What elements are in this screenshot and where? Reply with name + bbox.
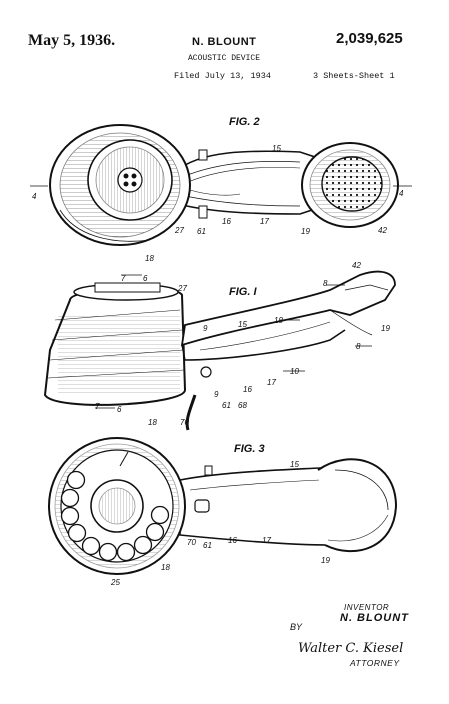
ref-numeral: 68 [238, 401, 247, 410]
ref-numeral: 18 [145, 254, 154, 263]
ref-numeral: 16 [243, 385, 252, 394]
ref-numeral: 17 [267, 378, 276, 387]
ref-numeral: 16 [222, 217, 231, 226]
ref-numeral: 42 [378, 226, 387, 235]
ref-numeral: 4 [32, 192, 37, 201]
ref-numeral: 70 [187, 538, 196, 547]
ref-numeral: 15 [290, 460, 299, 469]
inventor-label: INVENTOR [344, 603, 390, 612]
header-inventor-name: N. BLOUNT [192, 36, 257, 48]
by-label: BY [290, 622, 303, 632]
ref-numeral: 15 [272, 144, 281, 153]
ref-numeral: 70 [180, 418, 189, 427]
patent-title: ACOUSTIC DEVICE [188, 54, 261, 63]
filed-date: Filed July 13, 1934 [174, 71, 271, 81]
ref-numeral: 19 [381, 324, 390, 333]
ref-numeral: 27 [178, 284, 187, 293]
ref-numeral: 61 [222, 401, 231, 410]
sheet-count: 3 Sheets-Sheet 1 [313, 71, 395, 81]
fig1-handset [43, 270, 396, 431]
ref-numeral: 61 [203, 541, 212, 550]
ref-numeral: 18 [148, 418, 157, 427]
ref-numeral: 10 [274, 316, 283, 325]
ref-numeral: 15 [238, 320, 247, 329]
ref-numeral: 19 [301, 227, 310, 236]
fig2-label: FIG. 2 [229, 116, 260, 128]
ref-numeral: 9 [214, 390, 219, 399]
ref-numeral: 16 [228, 536, 237, 545]
fig3-label: FIG. 3 [234, 443, 265, 455]
ref-numeral: 4 [399, 189, 404, 198]
attorney-signature: Walter C. Kiesel [298, 641, 404, 656]
ref-numeral: 61 [197, 227, 206, 236]
ref-numeral: 17 [262, 536, 271, 545]
patent-number: 2,039,625 [336, 30, 403, 47]
ref-numeral: 9 [203, 324, 208, 333]
inventor-name: N. BLOUNT [340, 612, 409, 624]
ref-numeral: 25 [111, 578, 120, 587]
patent-date: May 5, 1936. [28, 32, 116, 49]
attorney-label: ATTORNEY [350, 658, 400, 668]
ref-numeral: 18 [161, 563, 170, 572]
ref-numeral: 42 [352, 261, 361, 270]
fig2-handset [30, 124, 412, 246]
fig3-handset [48, 437, 398, 575]
ref-numeral: 6 [143, 274, 148, 283]
ref-numeral: 7 [95, 402, 100, 411]
ref-numeral: 7 [121, 274, 126, 283]
fig1-label: FIG. I [229, 286, 257, 298]
ref-numeral: 10 [290, 367, 299, 376]
ref-numeral: 8 [356, 342, 361, 351]
ref-numeral: 17 [260, 217, 269, 226]
ref-numeral: 6 [117, 405, 122, 414]
ref-numeral: 8 [323, 279, 328, 288]
ref-numeral: 19 [321, 556, 330, 565]
ref-numeral: 27 [175, 226, 184, 235]
